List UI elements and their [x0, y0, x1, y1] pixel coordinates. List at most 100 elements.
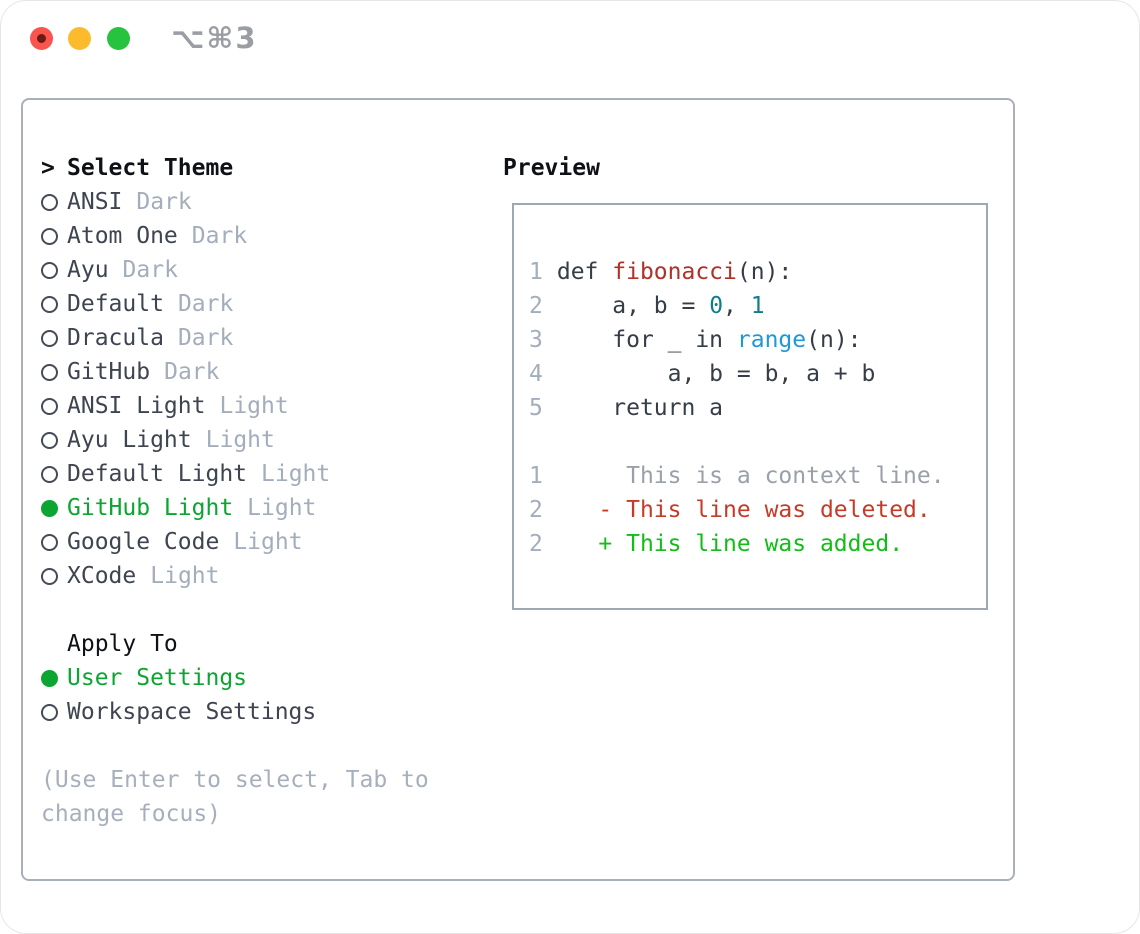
- theme-variant: Light: [233, 529, 303, 555]
- line-number: 2: [529, 531, 543, 557]
- theme-option-google-code[interactable]: Google Code Light: [41, 525, 491, 559]
- code-token: 0: [709, 293, 724, 319]
- code-token: (n):: [806, 327, 862, 353]
- line-number: 4: [529, 361, 543, 387]
- theme-name: Ayu: [67, 257, 109, 283]
- theme-list-header: > Select Theme: [41, 151, 491, 185]
- radio-icon: [41, 296, 67, 313]
- radio-icon: [41, 704, 67, 721]
- close-button[interactable]: [30, 27, 53, 50]
- theme-name: Google Code: [67, 529, 220, 555]
- theme-option-default-light[interactable]: Default Light Light: [41, 457, 491, 491]
- radio-selected-icon: [41, 670, 67, 687]
- theme-option-github-dark[interactable]: GitHub Dark: [41, 355, 491, 389]
- radio-icon: [41, 534, 67, 551]
- theme-option-ayu-light[interactable]: Ayu Light Light: [41, 423, 491, 457]
- theme-name: ANSI: [67, 189, 123, 215]
- diff-text: - This line was deleted.: [556, 497, 931, 523]
- theme-name: Ayu Light: [67, 427, 192, 453]
- theme-variant: Dark: [136, 189, 192, 215]
- radio-icon: [41, 330, 67, 347]
- code-token: (n):: [736, 259, 793, 285]
- minimize-button[interactable]: [68, 27, 91, 50]
- radio-icon: [41, 194, 67, 211]
- theme-name: GitHub: [67, 359, 151, 385]
- window-title: ⌥⌘3: [171, 21, 258, 55]
- radio-icon: [41, 262, 67, 279]
- theme-variant: Light: [247, 495, 317, 521]
- radio-icon: [41, 432, 67, 449]
- apply-option-label: Workspace Settings: [67, 699, 317, 725]
- code-token: def: [556, 259, 613, 285]
- diff-text: This is a context line.: [556, 463, 945, 489]
- code-token: fibonacci: [612, 259, 737, 285]
- code-line: 5 return a: [529, 391, 986, 425]
- code-token: 1: [750, 293, 765, 319]
- radio-selected-icon: [41, 500, 67, 517]
- theme-option-dracula-dark[interactable]: Dracula Dark: [41, 321, 491, 355]
- line-number: 1: [529, 259, 543, 285]
- theme-variant: Dark: [191, 223, 248, 249]
- code-token: a, b = b, a + b: [556, 361, 876, 387]
- theme-name: Default Light: [67, 461, 248, 487]
- spacer: [41, 593, 491, 627]
- theme-option-atom-one-dark[interactable]: Atom One Dark: [41, 219, 491, 253]
- line-number: 2: [529, 293, 543, 319]
- theme-list-title: Select Theme: [67, 155, 234, 181]
- theme-variant: Light: [150, 563, 220, 589]
- theme-name: Dracula: [67, 325, 164, 351]
- code-line: 4 a, b = b, a + b: [529, 357, 986, 391]
- caret-icon: >: [41, 155, 55, 181]
- radio-icon: [41, 364, 67, 381]
- theme-variant: Dark: [164, 359, 220, 385]
- theme-option-ansi-dark[interactable]: ANSI Dark: [41, 185, 491, 219]
- theme-variant: Light: [219, 393, 289, 419]
- blank-line: [529, 425, 986, 459]
- theme-variant: Light: [205, 427, 275, 453]
- theme-name: ANSI Light: [67, 393, 206, 419]
- theme-name: GitHub Light: [67, 495, 234, 521]
- code-token: return a: [556, 395, 724, 421]
- line-number: 3: [529, 327, 543, 353]
- diff-added-line: 2 + This line was added.: [529, 527, 986, 561]
- theme-list: > Select Theme ANSI Dark Atom One Dark A…: [41, 151, 491, 831]
- line-number: 5: [529, 395, 543, 421]
- line-number: 1: [529, 463, 543, 489]
- theme-name: Default: [67, 291, 164, 317]
- theme-option-github-light[interactable]: GitHub Light Light: [41, 491, 491, 525]
- theme-variant: Light: [261, 461, 331, 487]
- code-token: for _ in: [556, 327, 737, 353]
- code-token: a, b =: [556, 293, 710, 319]
- radio-icon: [41, 398, 67, 415]
- apply-option-user-settings[interactable]: User Settings: [41, 661, 491, 695]
- theme-variant: Dark: [122, 257, 178, 283]
- theme-picker-panel: > Select Theme ANSI Dark Atom One Dark A…: [21, 98, 1015, 881]
- theme-option-ayu-dark[interactable]: Ayu Dark: [41, 253, 491, 287]
- theme-option-default-dark[interactable]: Default Dark: [41, 287, 491, 321]
- diff-context-line: 1 This is a context line.: [529, 459, 986, 493]
- apply-option-label: User Settings: [67, 665, 248, 691]
- theme-name: XCode: [67, 563, 137, 589]
- code-line: 2 a, b = 0, 1: [529, 289, 986, 323]
- theme-variant: Dark: [177, 291, 234, 317]
- code-line: 3 for _ in range(n):: [529, 323, 986, 357]
- theme-option-ansi-light[interactable]: ANSI Light Light: [41, 389, 491, 423]
- apply-to-title: Apply To: [67, 631, 178, 657]
- diff-text: + This line was added.: [556, 531, 904, 557]
- radio-icon: [41, 466, 67, 483]
- line-number: 2: [529, 497, 543, 523]
- radio-icon: [41, 228, 67, 245]
- apply-option-workspace-settings[interactable]: Workspace Settings: [41, 695, 491, 729]
- radio-icon: [41, 568, 67, 585]
- spacer: [41, 729, 491, 763]
- zoom-button[interactable]: [107, 27, 130, 50]
- theme-name: Atom One: [67, 223, 178, 249]
- titlebar: ⌥⌘3: [1, 1, 1139, 73]
- code-token: range: [736, 327, 807, 353]
- diff-deleted-line: 2 - This line was deleted.: [529, 493, 986, 527]
- theme-option-xcode[interactable]: XCode Light: [41, 559, 491, 593]
- code-line: 1 def fibonacci(n):: [529, 255, 986, 289]
